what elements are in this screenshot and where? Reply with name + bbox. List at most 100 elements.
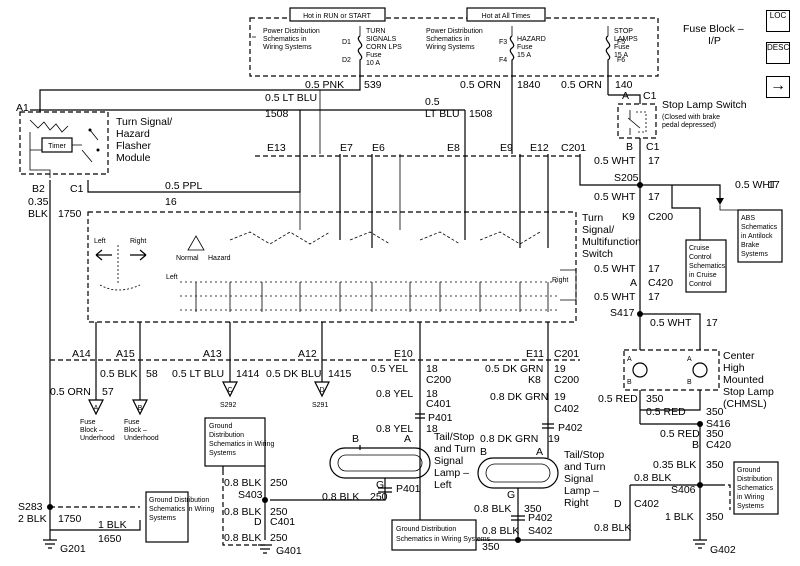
wire-dkgrn2-num: 19 xyxy=(554,391,566,403)
abs-line2: Schematics xyxy=(741,224,778,231)
abs-line4: Brake xyxy=(741,242,759,249)
wire-blk-b2-a: 0.35 xyxy=(28,196,49,208)
wire-dkblu1415-num: 1415 xyxy=(328,368,352,380)
mfs-normal-label: Normal xyxy=(176,255,199,262)
conn-k9: K9 xyxy=(622,211,635,223)
conn-a12: A12 xyxy=(298,348,317,360)
wire-blk250a-label: 0.8 BLK xyxy=(322,491,359,503)
wire-blk350a-label: 0.35 BLK xyxy=(653,459,696,471)
gnd-dist-4-line1: Ground Distribution xyxy=(396,526,456,533)
fuse1-pin-d1: D1 xyxy=(342,39,351,46)
wire-dkgrn3-num: 19 xyxy=(548,433,560,445)
lampL-line4: Lamp – xyxy=(434,467,469,479)
wire-blk350a-num: 350 xyxy=(706,459,724,471)
pd-schem-2-line1: Power Distribution xyxy=(426,28,483,35)
wire-orn1-label: 0.5 ORN xyxy=(460,79,501,91)
wire-red1-label: 0.5 RED xyxy=(598,393,638,405)
wire-wht-abs-num: 17 xyxy=(768,179,780,191)
wire-blk-b2-num: 1750 xyxy=(58,208,82,220)
fuse-ref-b-line1: Fuse xyxy=(124,419,140,426)
conn-c420: C420 xyxy=(648,277,673,289)
wire-blk350g: 350 xyxy=(482,541,500,553)
lampL-line2: and Turn xyxy=(434,443,476,455)
wire-blk-b2-b: BLK xyxy=(28,208,48,220)
conn-e11: E11 xyxy=(526,348,544,360)
wire-yel3-num: 18 xyxy=(426,423,438,435)
wire-wht4-label: 0.5 WHT xyxy=(594,291,636,303)
lampR-line1: Tail/Stop xyxy=(564,449,604,461)
desc-button[interactable]: DESC xyxy=(766,42,790,64)
cruise-line2: Control xyxy=(689,254,712,261)
mfs-line4: Switch xyxy=(582,248,613,260)
lampL-line3: Signal xyxy=(434,455,463,467)
wire-ppl-num: 16 xyxy=(165,196,177,208)
wire-ltblu-mid-a: 0.5 xyxy=(425,96,440,108)
c401-d: D xyxy=(254,516,262,528)
flasher-line2: Hazard xyxy=(116,128,150,140)
stop-conn-c1b: C1 xyxy=(646,141,660,153)
fuse1-line4: Fuse xyxy=(366,52,382,59)
tri-b: B xyxy=(138,405,143,412)
abs-line3: in Antilock xyxy=(741,233,773,240)
wire-blk350e-label: 0.8 BLK xyxy=(474,503,511,515)
wire-dkgrn2-label: 0.8 DK GRN xyxy=(490,391,548,403)
wire-pnk-label: 0.5 PNK xyxy=(305,79,344,91)
wire-orn2-num: 140 xyxy=(615,79,633,91)
multifunction-switch: E13 E7 E6 E8 E9 E12 C201 Turn Signal/ Mu… xyxy=(87,90,641,323)
chmsl-a1: A xyxy=(627,356,632,363)
wire-ppl-label: 0.5 PPL xyxy=(165,180,203,192)
c402-d: D xyxy=(614,498,622,510)
conn-c201b: C201 xyxy=(554,348,579,360)
conn-c200c: C200 xyxy=(554,374,579,386)
pd-schem-1-line2: Schematics in xyxy=(263,36,307,43)
mfs-hazard-label: Hazard xyxy=(208,255,231,262)
fuse-block-subtitle: I/P xyxy=(708,35,721,47)
wire-blk250a-num: 250 xyxy=(370,491,388,503)
mfs-left2-label: Left xyxy=(166,274,178,281)
right-lamp-wiring: 0.5 DK GRN 19 K8 C200 0.8 DK GRN 19 C402… xyxy=(391,363,606,553)
timer-label: Timer xyxy=(48,143,66,150)
splice-s416: S416 xyxy=(706,418,731,430)
fuse3-line1: STOP xyxy=(614,28,633,35)
fuse2-line2: Fuse xyxy=(517,44,533,51)
stop-pin-b: B xyxy=(626,141,633,153)
wire-orn57-num: 57 xyxy=(102,386,114,398)
gnd-dist-3-line3: Systems xyxy=(149,515,176,522)
switch-outputs: A14 A15 A13 A12 E10 E11 C201 0.5 ORN 57 … xyxy=(50,322,580,530)
stop-lamp-switch: A C1 Stop Lamp Switch (Closed with brake… xyxy=(608,90,747,185)
gnd-dist-1-line2: Distribution xyxy=(737,476,772,483)
next-arrow-button[interactable]: → xyxy=(766,76,790,98)
gnd-dist-4-line2: Schematics in Wiring Systems xyxy=(396,536,491,543)
wire-orn1-num: 1840 xyxy=(517,79,541,91)
mfs-line3: Multifunction xyxy=(582,236,641,248)
wire-yel3-label: 0.8 YEL xyxy=(376,423,413,435)
chmsl-line5: (CHMSL) xyxy=(723,398,767,410)
loc-button[interactable]: LOC xyxy=(766,10,790,32)
wire-dkblu1415-label: 0.5 DK BLU xyxy=(266,368,321,380)
cruise-line4: in Cruise xyxy=(689,272,717,279)
gnd-dist-2-line2: Distribution xyxy=(209,432,244,439)
lampL-line1: Tail/Stop xyxy=(434,431,474,443)
wire-yel2-label: 0.8 YEL xyxy=(376,388,413,400)
fuse-ref-a-line1: Fuse xyxy=(80,419,96,426)
fuse2-pin-f4: F4 xyxy=(499,57,507,64)
pd-schem-1-line3: Wiring Systems xyxy=(263,44,312,51)
fuse-ref-a-line2: Block – xyxy=(80,427,103,434)
fuse3-line2: LAMPS xyxy=(614,36,638,43)
wire-wht2-label: 0.5 WHT xyxy=(594,191,636,203)
conn-b2: B2 xyxy=(32,183,45,195)
stop-conn-c1: C1 xyxy=(643,90,657,102)
lampR-pin-b: B xyxy=(480,446,487,458)
ref-s291: S291 xyxy=(312,402,328,409)
abs-line1: ABS xyxy=(741,215,755,222)
conn-e9: E9 xyxy=(500,142,513,154)
tri-c: C xyxy=(227,387,232,394)
lampL-line5: Left xyxy=(434,479,452,491)
conn-c401b: C401 xyxy=(270,516,295,528)
flasher-line4: Module xyxy=(116,152,151,164)
chmsl-line2: High xyxy=(723,362,745,374)
wire-orn57-label: 0.5 ORN xyxy=(50,386,91,398)
conn-c402: C402 xyxy=(634,498,659,510)
stop-switch-title: Stop Lamp Switch xyxy=(662,99,747,111)
